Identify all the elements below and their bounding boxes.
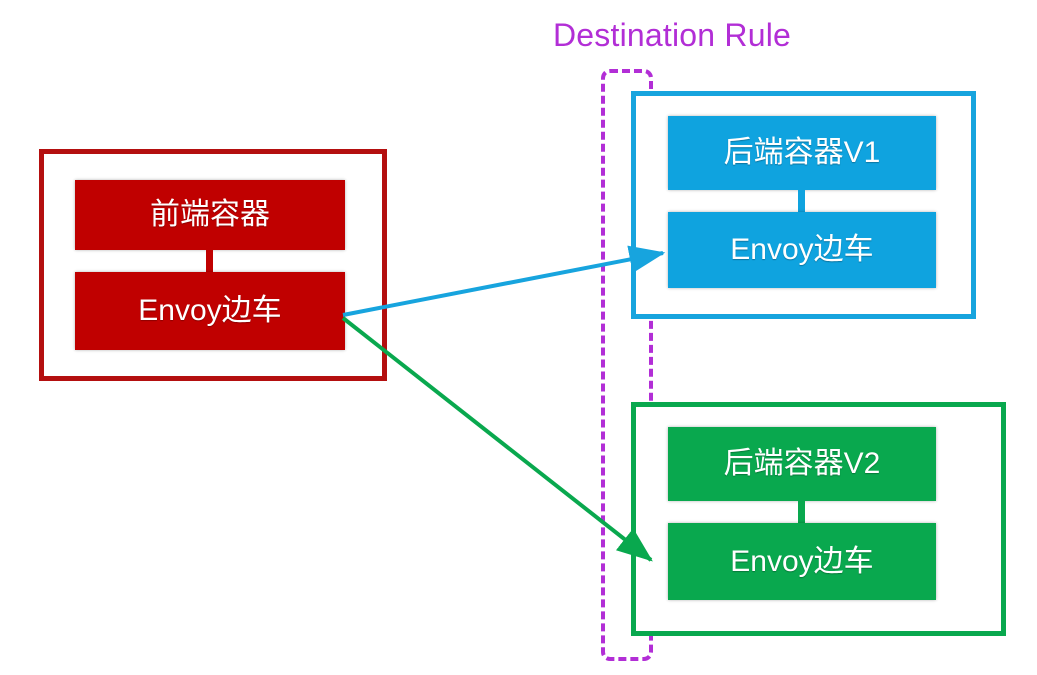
page-title: Destination Rule (553, 17, 791, 53)
backend-v1-connector (798, 190, 805, 212)
backend-v2-envoy-sidecar-block: Envoy边车 (668, 523, 936, 600)
backend-v1-container-block: 后端容器V1 (668, 116, 936, 190)
frontend-container-block: 前端容器 (75, 180, 345, 250)
backend-v1-envoy-sidecar-block: Envoy边车 (668, 212, 936, 288)
backend-v2-connector (798, 501, 805, 523)
frontend-connector (206, 250, 213, 272)
frontend-envoy-sidecar-block: Envoy边车 (75, 272, 345, 350)
backend-v2-container-block: 后端容器V2 (668, 427, 936, 501)
